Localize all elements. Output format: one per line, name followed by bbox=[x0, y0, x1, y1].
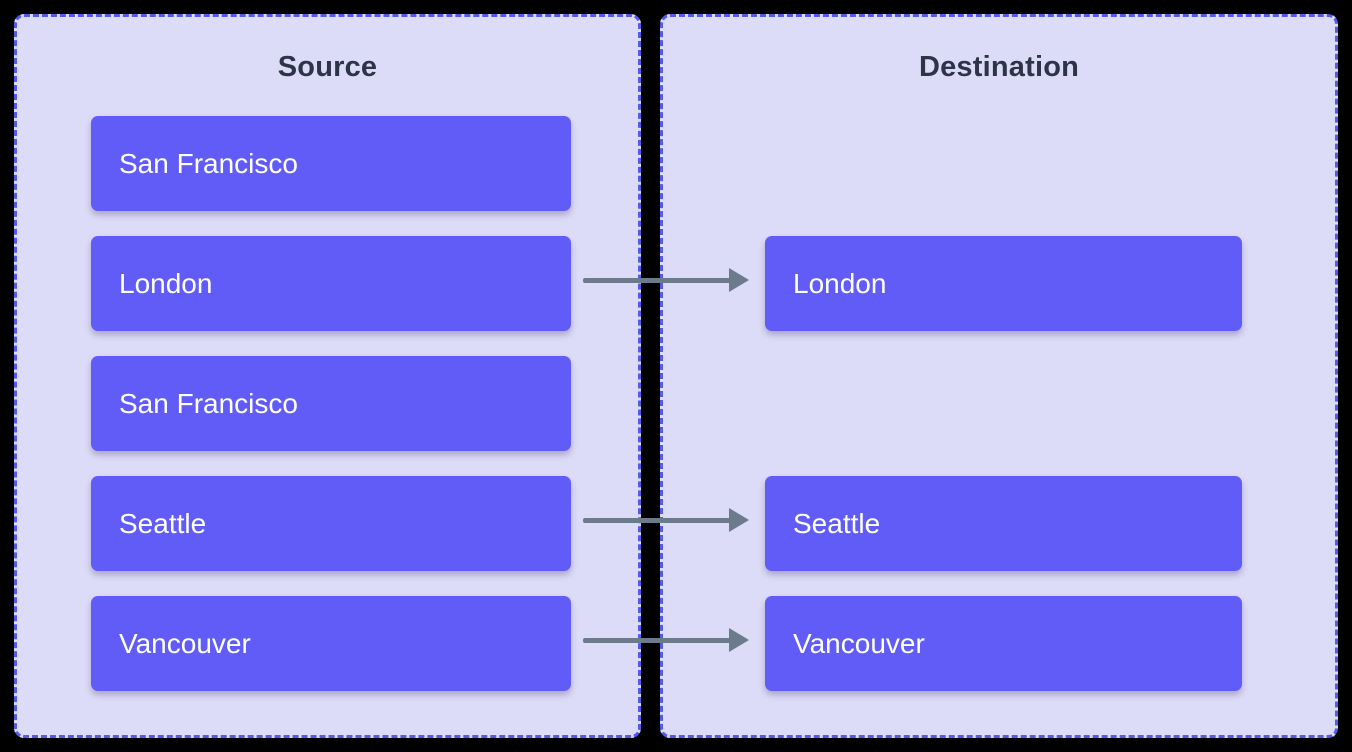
arrow-head bbox=[729, 268, 749, 292]
destination-item-vancouver: Vancouver bbox=[765, 596, 1242, 691]
source-panel-title: Source bbox=[277, 51, 378, 83]
flow-arrow-vancouver-icon bbox=[583, 628, 749, 652]
flow-arrow-london-icon bbox=[583, 268, 749, 292]
source-item-san-francisco-2: San Francisco bbox=[91, 356, 571, 451]
source-item-vancouver: Vancouver bbox=[91, 596, 571, 691]
destination-item-london: London bbox=[765, 236, 1242, 331]
source-item-seattle: Seattle bbox=[91, 476, 571, 571]
source-panel: Source San Francisco London San Francisc… bbox=[14, 14, 641, 738]
source-item-london: London bbox=[91, 236, 571, 331]
arrow-shaft bbox=[583, 278, 732, 283]
destination-panel: Destination London Seattle Vancouver bbox=[660, 14, 1338, 738]
destination-panel-title: Destination bbox=[918, 51, 1080, 83]
arrow-head bbox=[729, 628, 749, 652]
arrow-head bbox=[729, 508, 749, 532]
arrow-shaft bbox=[583, 518, 732, 523]
source-item-san-francisco-1: San Francisco bbox=[91, 116, 571, 211]
flow-arrow-seattle-icon bbox=[583, 508, 749, 532]
destination-item-seattle: Seattle bbox=[765, 476, 1242, 571]
arrow-shaft bbox=[583, 638, 732, 643]
